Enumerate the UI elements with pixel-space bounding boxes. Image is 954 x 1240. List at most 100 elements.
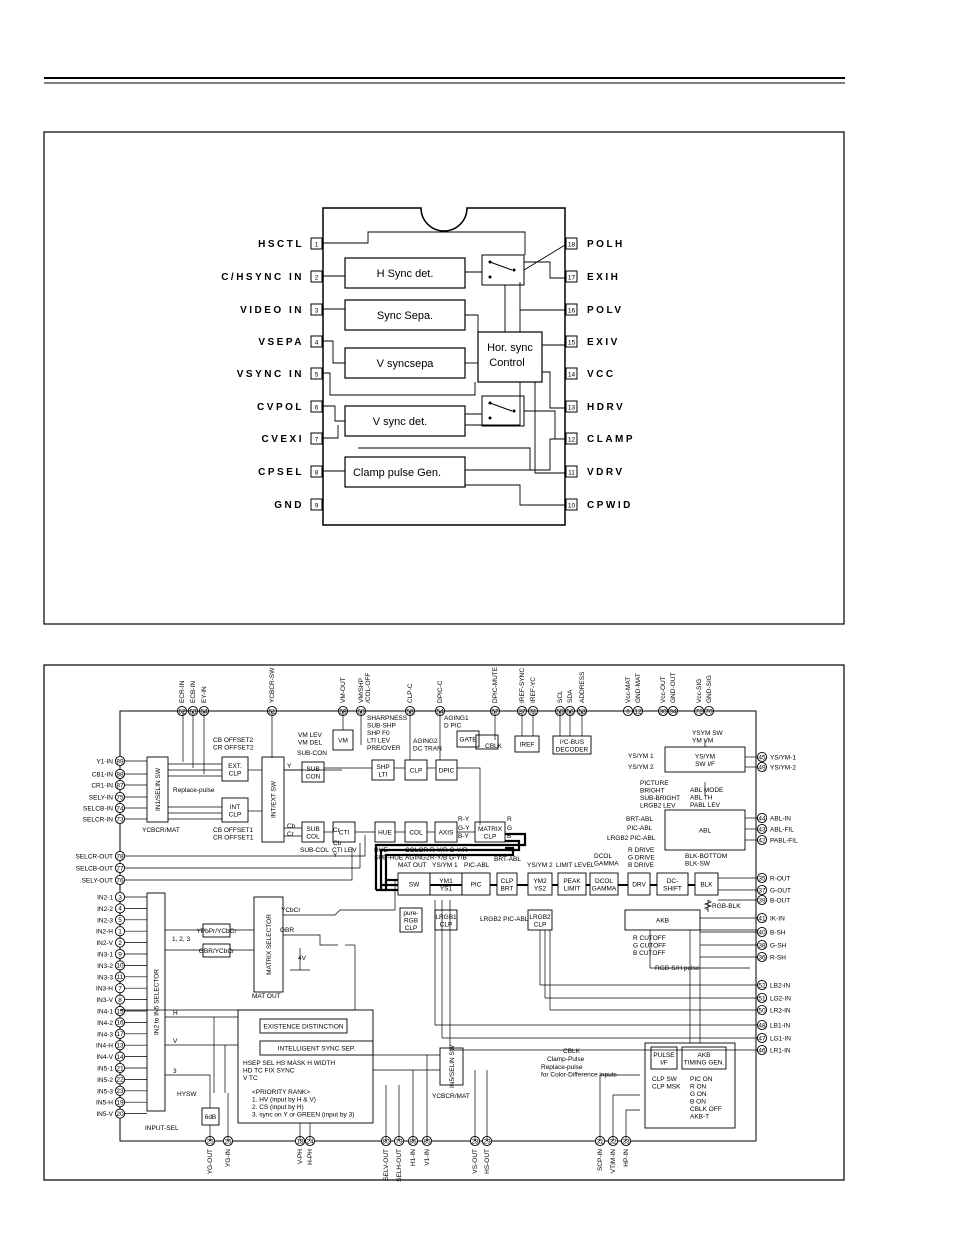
pin-label: DPIC-C: [437, 680, 444, 703]
label-color-lbl: AGING2: [405, 855, 430, 862]
peak-limit-block-label: LIMIT: [564, 885, 581, 892]
pin-number: 80: [382, 1138, 390, 1145]
pin-number: 31: [596, 1138, 604, 1145]
pin-box: [310, 335, 323, 348]
pin-number: 12: [634, 708, 642, 715]
v-sync-det-label: V sync det.: [373, 416, 427, 428]
label-priority: <PRIORITY RANK>: [252, 1089, 310, 1096]
pin-label: ADDRESS: [579, 671, 586, 703]
pin-number: 9: [315, 503, 319, 510]
pin-label: LB2-IN: [770, 983, 791, 990]
pin-label: LG2-IN: [770, 996, 791, 1003]
label-rgb-drive: R DRIVE: [628, 847, 655, 854]
pin-label: VTIM-IN: [610, 1149, 617, 1173]
akb-timing-gen-block-label: AKB: [697, 1052, 710, 1059]
pin-number: 44: [758, 815, 766, 822]
pin-box: [310, 498, 323, 511]
label-blk-bottom: BLK-BOTTOM: [685, 853, 727, 860]
label-priority: 3. sync on Y or GREEN (input by 3): [252, 1112, 354, 1119]
pin-label: LG1-IN: [770, 1036, 791, 1043]
in2-to-in5-selector-block: [146, 892, 166, 1112]
pin-label: SCL: [557, 690, 564, 703]
pin-circle: [114, 914, 126, 925]
label-axis-lbl: R-Y/B G-Y/B: [430, 855, 467, 862]
pin-number: 21: [116, 1065, 124, 1072]
pin-label: IN2-3: [97, 917, 113, 924]
sub-col-block-label: COL: [306, 833, 320, 840]
int-ext-sw-block-label: INT/EXT SW: [271, 780, 278, 818]
pin-number: 62: [178, 708, 186, 715]
pin-number: 49: [758, 764, 766, 771]
dpic-block-label: DPIC: [439, 768, 455, 775]
pin-box: [310, 432, 323, 445]
pin-number: 5: [315, 372, 319, 379]
pin-number: 46: [758, 1047, 766, 1054]
label-vm-lev: VM DEL: [298, 740, 323, 747]
i2c-bus-decoder-block: [552, 735, 592, 755]
label-mat-out: MAT OUT: [398, 862, 427, 869]
video-processor-block-diagram: 62ECR-IN63ECB-IN64EY-IN61YCBCR-SW59VM-OU…: [43, 664, 845, 1182]
dc-shift-block-label: SHIFT: [663, 885, 682, 892]
matrix-clp-block-label: CLP: [484, 833, 497, 840]
pin-label: IN2-H: [96, 929, 113, 936]
label-clp-sw: CLP MSK: [652, 1084, 681, 1091]
label-aging1: AGING1: [444, 715, 469, 722]
peak-limit-block-label: PEAK: [563, 878, 581, 885]
label-pic-on: CBLK OFF: [690, 1106, 722, 1113]
pin-number: 26: [224, 1138, 232, 1145]
ys-ym-sw-block-label: YS/YM: [695, 753, 715, 760]
pin-number: 41: [758, 915, 766, 922]
int-clp-block-label: CLP: [229, 811, 242, 818]
pin-label: SELCB-OUT: [76, 866, 113, 873]
pin-number: 38: [758, 942, 766, 949]
pin-label: IREF-YC: [530, 677, 537, 703]
pin-label: IN5-2: [97, 1077, 113, 1084]
akb-block-label: AKB: [656, 918, 669, 925]
label-ys-ym1: YS/YM 1: [432, 862, 458, 869]
ypbpr-ycbcr-block-label: YPbPr/YCbCr: [196, 928, 237, 935]
label-sub-con: SUB-CON: [297, 750, 327, 757]
pin-number: 8: [118, 997, 122, 1004]
existence-distinction-block-label: EXISTENCE DISTINCTION: [263, 1024, 343, 1031]
label-ys-ym1-lbl: YS/YM 1: [628, 753, 654, 760]
matrix-selector-block-label: MATRIX SELECTOR: [266, 914, 273, 975]
pulse-if-block-label: PULSE: [653, 1052, 675, 1059]
in2-to-in5-selector-block-label: IN2 to IN5 SELECTOR: [154, 969, 161, 1035]
pin-number: 75: [116, 794, 124, 801]
pin-label: GND-SIG: [706, 675, 713, 703]
clp-block: [404, 759, 428, 781]
label-ry: R-Y: [458, 816, 470, 823]
label-g: G: [507, 825, 512, 832]
label-cblk2: CBLK: [563, 1048, 581, 1055]
akb-block: [624, 909, 701, 931]
label-sharpness: SHARPNESS: [367, 715, 408, 722]
pin-circle: [114, 779, 126, 791]
pin-label: GND: [274, 500, 304, 511]
label-b: B: [507, 833, 511, 840]
label-sharpness: SHP F0: [367, 730, 390, 737]
pin-label: ECB-IN: [190, 681, 197, 703]
pin-label: CR1-IN: [91, 783, 113, 790]
pin-number: 74: [116, 805, 124, 812]
pin-label: VS-OUT: [472, 1149, 479, 1174]
left-pins: 89Y1-IN88CB1-IN87CR1-IN75SELY-IN74SELCB-…: [75, 755, 126, 1119]
six-db-block: [201, 1107, 220, 1126]
label-input-sel: INPUT-SEL: [145, 1125, 179, 1132]
pin-number: 22: [116, 1077, 124, 1084]
ym2-ys2-block-label: YM2: [533, 878, 547, 885]
pin-number: 89: [116, 758, 124, 765]
pin-number: 7: [315, 437, 319, 444]
pin-label: EXIV: [587, 337, 620, 348]
shp-lti-block: [371, 759, 395, 781]
label-ys-ym2-lbl: YS/YM 2: [628, 764, 654, 771]
label-brt-abl: BRT-ABL: [626, 816, 653, 823]
label-cbcr-offset2: CB OFFSET2: [213, 737, 253, 744]
label-rgb-drive: B DRIVE: [628, 862, 655, 869]
pin-label: SELY-OUT: [82, 878, 113, 885]
clamp-pulse-gen-block: [344, 456, 466, 488]
pin-number: 15: [568, 340, 576, 347]
label-ys-ym2: YS/YM 2: [527, 862, 553, 869]
ic-package: [322, 207, 566, 526]
